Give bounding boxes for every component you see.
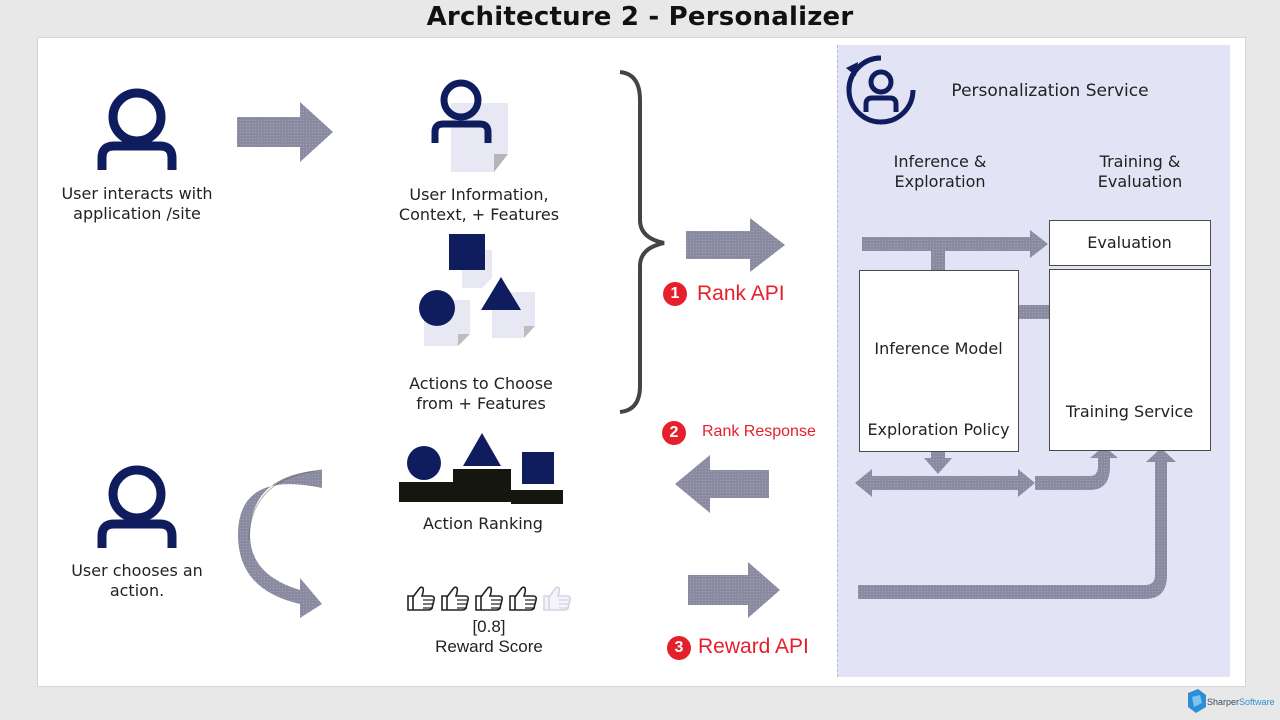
inference-box: Inference Model Exploration Policy [859,270,1019,452]
rank-response-label: Rank Response [702,423,816,440]
reward-api-arrow [688,562,780,618]
action-ranking-label: Action Ranking [423,514,543,533]
reward-value: [0.8] [472,617,506,636]
inference-exploration-label: Inference & Exploration [893,152,987,191]
right-arrow-icon [237,102,333,162]
actions-to-choose-label: Actions to Choose from + Features [409,374,553,413]
user-icon [97,88,177,170]
exploration-policy-label: Exploration Policy [867,420,1010,439]
rank-response-arrow [675,455,769,513]
rank-api-number-badge: 1 [663,282,687,306]
training-service-label: Training Service [1065,402,1194,421]
sharper-software-logo-icon [1188,689,1206,713]
rank-response-number-badge: 2 [662,421,686,445]
training-service-box: Training Service [1049,269,1211,451]
reward-score-label: Reward Score [435,637,543,656]
page-title: Architecture 2 - Personalizer [426,2,854,32]
user-icon [97,465,177,548]
thumbs-up-icon [407,586,435,611]
thumbs-up-icon [441,586,469,611]
rank-api-arrow [686,218,785,272]
user-interacts-label: User interacts with application /site [61,184,213,223]
reward-thumbs-rating [407,586,571,611]
thumbs-up-icon [475,586,503,611]
grouping-brace [619,70,665,414]
reward-api-number-badge: 3 [667,636,691,660]
thumbs-up-icon [509,586,537,611]
personalization-service-icon [846,55,916,125]
thumbs-up-empty-icon [543,586,571,611]
inference-model-label: Inference Model [874,339,1003,358]
training-evaluation-label: Training & Evaluation [1097,152,1183,191]
service-flow-arrows [855,230,1176,599]
user-info-document-icon [431,79,508,172]
user-chooses-label: User chooses an action. [71,561,203,600]
brand-name: SharperSoftware [1207,697,1275,707]
evaluation-label: Evaluation [1087,233,1172,252]
actions-shapes-icon [419,234,535,346]
curved-arrow-icon [238,470,322,618]
reward-api-label: Reward API [698,635,809,658]
service-title: Personalization Service [951,81,1149,101]
evaluation-box: Evaluation [1049,220,1211,266]
action-ranking-podium-icon [399,433,563,504]
rank-api-label: Rank API [697,282,785,305]
user-info-label: User Information, Context, + Features [398,185,560,224]
